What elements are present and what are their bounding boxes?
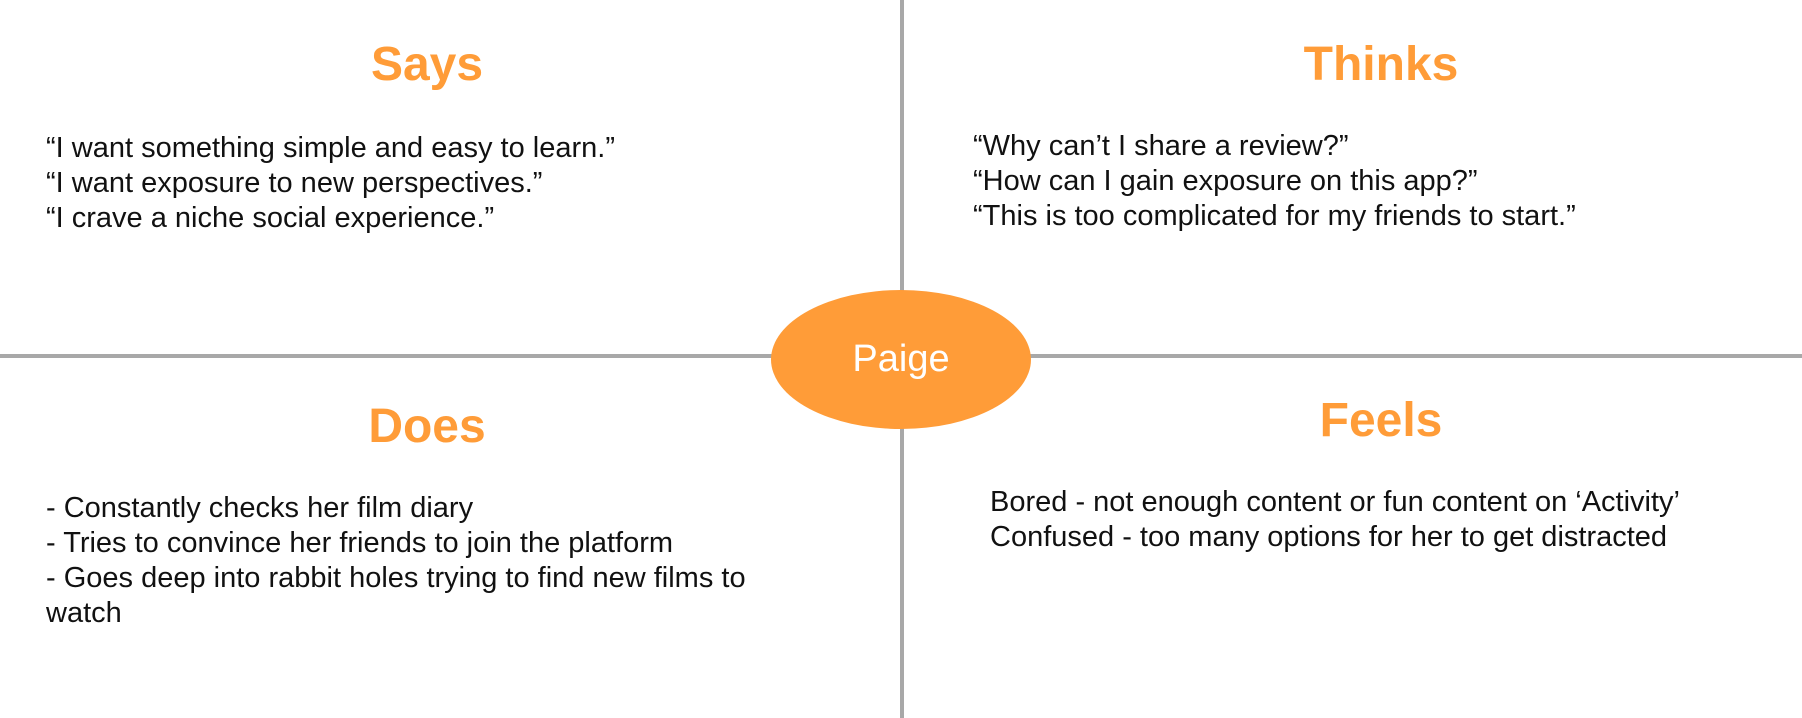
- persona-node: Paige: [771, 290, 1031, 429]
- does-item: - Constantly checks her film diary: [46, 492, 474, 524]
- says-item: “I want something simple and easy to lea…: [46, 132, 615, 164]
- thinks-list: “Why can’t I share a review?” “How can I…: [973, 129, 1773, 234]
- does-title: Does: [368, 400, 486, 453]
- thinks-item: “This is too complicated for my friends …: [973, 200, 1576, 232]
- persona-name: Paige: [852, 338, 950, 380]
- says-list: “I want something simple and easy to lea…: [46, 131, 846, 236]
- does-list: - Constantly checks her film diary - Tri…: [46, 491, 806, 631]
- thinks-item: “Why can’t I share a review?”: [973, 130, 1349, 162]
- thinks-title: Thinks: [1303, 38, 1459, 91]
- says-item: “I want exposure to new perspectives.”: [46, 167, 543, 199]
- feels-item: Confused - too many options for her to g…: [990, 521, 1668, 553]
- thinks-item: “How can I gain exposure on this app?”: [973, 165, 1478, 197]
- does-item: - Goes deep into rabbit holes trying to …: [46, 562, 746, 629]
- feels-list: Bored - not enough content or fun conten…: [990, 485, 1770, 555]
- does-item: - Tries to convince her friends to join …: [46, 527, 674, 559]
- says-item: “I crave a niche social experience.”: [46, 202, 495, 234]
- feels-item: Bored - not enough content or fun conten…: [990, 486, 1680, 518]
- says-title: Says: [370, 38, 484, 91]
- feels-title: Feels: [1319, 394, 1443, 447]
